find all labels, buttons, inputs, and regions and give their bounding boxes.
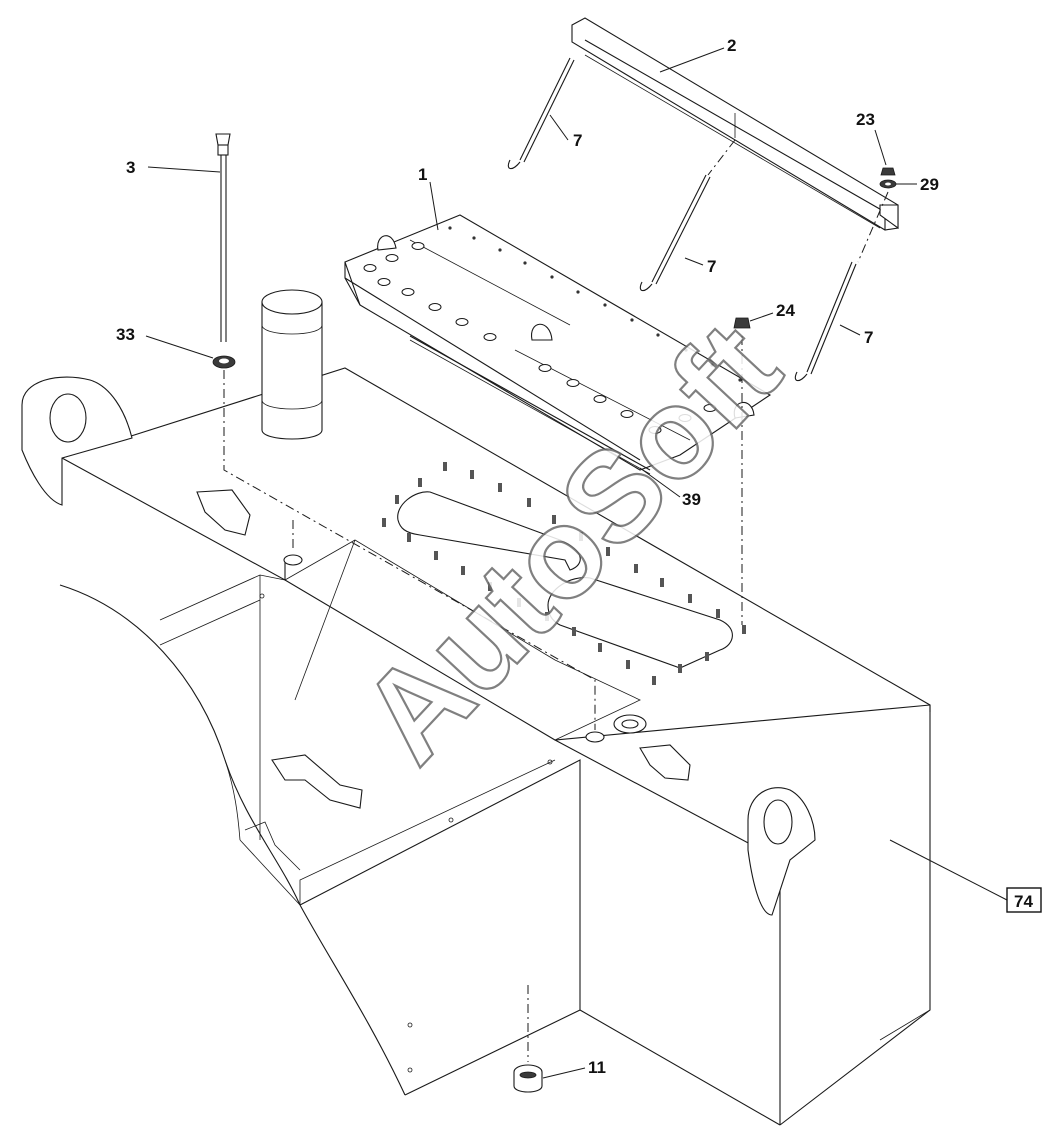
stud-ring-right [572,564,746,685]
callout-74-box [1006,887,1042,913]
callout-1: 1 [418,165,427,184]
assembly-centerlines [223,139,889,1062]
callout-7-b: 7 [707,257,716,276]
stud-ring-left [382,462,610,621]
tie-rod-3 [794,261,857,382]
callout-3: 3 [126,158,135,177]
callout-24: 24 [776,301,795,320]
callout-39: 39 [682,490,701,509]
callout-7-c: 7 [864,328,873,347]
cover-plate [344,214,772,471]
callout-74: 74 [1014,892,1033,911]
mounting-bracket [571,17,899,231]
callouts: 1 2 3 7 7 7 11 23 24 29 33 39 74 [116,36,1042,1077]
drain-plug [513,1064,543,1093]
nut-23 [880,167,896,176]
callout-29: 29 [920,175,939,194]
dipstick [215,133,231,342]
nut-24 [733,317,751,329]
tie-rod-1 [507,57,575,170]
callout-33: 33 [116,325,135,344]
filter-cartridge [261,289,323,440]
tank-body [21,367,931,1126]
washer-29 [879,179,897,189]
callout-23: 23 [856,110,875,129]
leader-lines [145,47,1008,1079]
tie-rod-2 [639,174,711,292]
callout-7-a: 7 [573,131,582,150]
callout-11: 11 [588,1058,606,1077]
gasket-strip [409,335,651,475]
callout-2: 2 [727,36,736,55]
seal-ring-33 [212,355,236,369]
